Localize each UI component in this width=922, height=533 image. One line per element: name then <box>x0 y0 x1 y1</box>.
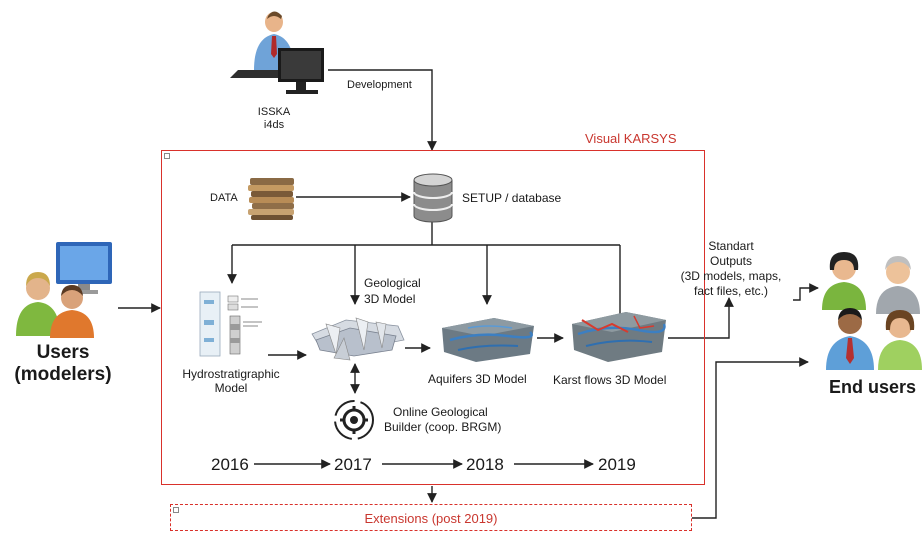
developer-org-line1: ISSKA <box>257 106 291 118</box>
users-modelers-icon <box>16 242 112 338</box>
extensions-label: Extensions (post 2019) <box>364 511 498 526</box>
geological-3d-model-image <box>311 317 405 361</box>
outputs-line4: fact files, etc.) <box>693 284 769 298</box>
development-label: Development <box>347 79 412 91</box>
developer-org-line2: i4ds <box>263 119 285 131</box>
hydro-model-line1: Hydrostratigraphic <box>182 367 280 381</box>
development-arrow <box>328 69 437 151</box>
visual-karsys-frame <box>161 150 705 485</box>
aquifers-model-label: Aquifers 3D Model <box>428 372 527 386</box>
timeline-year-2018: 2018 <box>466 455 504 474</box>
users-line2: (modelers) <box>14 364 112 385</box>
data-stack-icon <box>248 178 294 220</box>
data-label: DATA <box>210 192 238 204</box>
extensions-box <box>170 504 692 531</box>
extensions-to-endusers-arrow <box>692 357 809 519</box>
hydro-model-line2: Model <box>214 381 248 395</box>
timeline-year-2017: 2017 <box>334 455 372 474</box>
outputs-to-endusers-arrow <box>793 283 819 301</box>
end-users-icon <box>822 252 922 370</box>
karst-model-label: Karst flows 3D Model <box>553 373 667 387</box>
hydrostratigraphic-model-image <box>199 291 262 357</box>
setup-database-label: SETUP / database <box>462 191 562 205</box>
database-icon <box>413 173 453 223</box>
timeline-year-2019: 2019 <box>598 455 636 474</box>
end-users-label: End users <box>829 377 917 397</box>
builder-line2: Builder (coop. BRGM) <box>384 420 502 434</box>
karst-to-outputs-arrow <box>668 297 734 339</box>
geo-model-line1: Geological <box>364 276 421 290</box>
timeline-year-2016: 2016 <box>211 455 249 474</box>
users-line1: Users <box>36 342 90 363</box>
outputs-line3: (3D models, maps, <box>680 269 782 283</box>
outputs-line2: Outputs <box>709 254 753 268</box>
extensions-corner-marker <box>173 507 179 513</box>
builder-line1: Online Geological <box>393 405 488 419</box>
visual-karsys-title: Visual KARSYS <box>585 131 677 146</box>
outputs-line1: Standart <box>708 239 754 253</box>
geo-model-line2: 3D Model <box>364 292 416 306</box>
karst-flows-3d-model-image <box>572 312 666 362</box>
developer-computer-icon <box>230 11 324 94</box>
gear-sync-icon <box>334 400 374 440</box>
frame-corner-marker <box>164 153 170 159</box>
aquifers-3d-model-image <box>442 318 534 362</box>
